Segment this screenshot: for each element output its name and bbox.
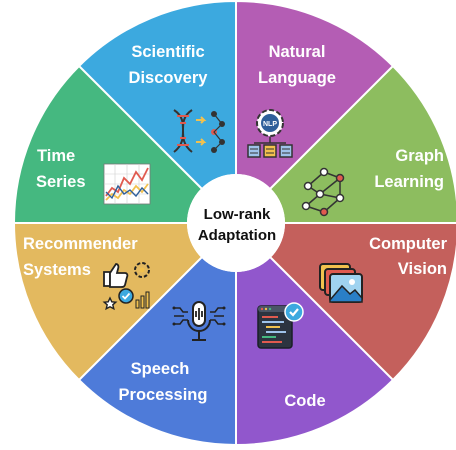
label-scientific-discovery-line1: Scientific <box>131 43 204 61</box>
center-label-line1: Low-rank <box>204 206 271 223</box>
label-computer-vision-line2: Vision <box>398 260 447 278</box>
svg-text:NLP: NLP <box>263 121 277 128</box>
label-computer-vision-line1: Computer <box>369 235 447 253</box>
label-scientific-discovery-line2: Discovery <box>129 69 209 87</box>
microphone-waveform-icon <box>172 301 226 341</box>
dna-icon <box>173 109 225 153</box>
label-code: Code <box>284 392 325 410</box>
label-speech-processing-line2: Processing <box>119 386 208 404</box>
label-time-series-line2: Series <box>36 173 86 191</box>
label-graph-learning-line1: Graph <box>395 147 444 165</box>
line-chart-icon <box>103 163 151 205</box>
label-graph-learning-line2: Learning <box>374 173 444 191</box>
label-natural-language-line1: Natural <box>269 43 326 61</box>
thumbs-up-rating-icon <box>102 262 150 311</box>
center-hub <box>187 174 285 272</box>
label-recommender-systems-line1: Recommender <box>23 235 138 253</box>
center-label-line2: Adaptation <box>198 227 276 244</box>
label-natural-language-line2: Language <box>258 69 336 87</box>
image-gallery-icon <box>319 263 363 303</box>
nlp-gear-icon: NLP <box>247 109 293 158</box>
label-speech-processing-line1: Speech <box>131 360 190 378</box>
graph-network-icon <box>301 167 345 217</box>
code-editor-icon <box>257 302 304 349</box>
label-recommender-systems-line2: Systems <box>23 261 91 279</box>
label-time-series-line1: Time <box>37 147 75 165</box>
